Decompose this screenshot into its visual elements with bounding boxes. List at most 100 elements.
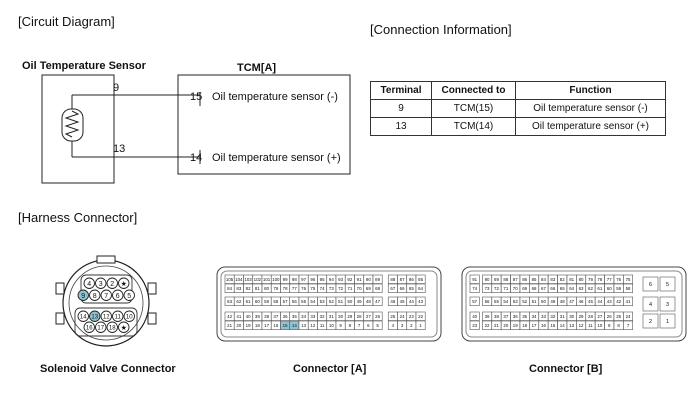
svg-text:26: 26 [607, 314, 612, 319]
pin-86: 86 [406, 274, 417, 284]
svg-text:18: 18 [255, 323, 260, 328]
pin-26: 26 [372, 311, 383, 321]
svg-text:13: 13 [301, 323, 306, 328]
svg-text:87: 87 [400, 277, 405, 282]
pin-11: 11 [317, 320, 327, 330]
svg-text:54: 54 [310, 299, 315, 304]
pin-★: ★ [118, 321, 130, 333]
solenoid-caption: Solenoid Valve Connector [40, 363, 176, 375]
svg-text:35: 35 [522, 314, 527, 319]
svg-text:19: 19 [246, 323, 251, 328]
svg-text:46: 46 [579, 299, 584, 304]
pin-18: 18 [519, 320, 530, 330]
svg-text:76: 76 [616, 277, 621, 282]
svg-text:56: 56 [485, 299, 490, 304]
svg-text:100: 100 [272, 277, 280, 282]
pin-8: 8 [613, 320, 624, 330]
svg-text:22: 22 [418, 314, 423, 319]
pin-14: 14 [77, 310, 89, 322]
svg-text:86: 86 [522, 277, 527, 282]
pin-41: 41 [623, 296, 634, 306]
svg-text:10: 10 [329, 323, 334, 328]
svg-text:5: 5 [376, 323, 379, 328]
pin-57: 57 [469, 296, 480, 306]
pin-23: 23 [469, 320, 480, 330]
svg-text:7: 7 [627, 323, 630, 328]
pin-19: 19 [243, 320, 253, 330]
pin-2: 2 [106, 277, 118, 289]
pin-46: 46 [387, 296, 398, 306]
harness-connector-title: [Harness Connector] [18, 210, 138, 225]
svg-text:7: 7 [104, 293, 108, 300]
pin-58: 58 [270, 296, 281, 306]
pin-54: 54 [500, 296, 511, 306]
svg-text:84: 84 [227, 286, 232, 291]
svg-text:91: 91 [472, 277, 477, 282]
svg-text:27: 27 [597, 314, 602, 319]
pin-75: 75 [307, 283, 318, 293]
pin-52: 52 [326, 296, 337, 306]
svg-text:1: 1 [666, 319, 669, 325]
pin-31: 31 [326, 311, 337, 321]
pin-45: 45 [585, 296, 596, 306]
pin-31: 31 [557, 311, 568, 321]
svg-text:102: 102 [254, 277, 262, 282]
pin-65: 65 [406, 283, 417, 293]
svg-text:84: 84 [541, 277, 546, 282]
svg-text:74: 74 [472, 286, 477, 291]
svg-text:65: 65 [560, 286, 565, 291]
svg-text:36: 36 [513, 314, 518, 319]
svg-text:68: 68 [375, 286, 380, 291]
pin-85: 85 [529, 274, 540, 284]
pin-91: 91 [354, 274, 364, 284]
svg-text:28: 28 [588, 314, 593, 319]
pin-104: 104 [233, 274, 244, 284]
pin-21: 21 [224, 320, 235, 330]
pin-42: 42 [613, 296, 624, 306]
pin-50: 50 [538, 296, 549, 306]
svg-text:64: 64 [418, 286, 423, 291]
pin-38: 38 [261, 311, 272, 321]
pin-76: 76 [298, 283, 309, 293]
pin-78: 78 [280, 283, 290, 293]
svg-text:35: 35 [292, 314, 297, 319]
pin-22: 22 [415, 311, 426, 321]
svg-text:20: 20 [236, 323, 241, 328]
pin-103: 103 [243, 274, 253, 284]
svg-text:61: 61 [246, 299, 251, 304]
pin-12: 12 [100, 310, 112, 322]
pin-60: 60 [604, 283, 615, 293]
pin-84: 84 [224, 283, 235, 293]
pin-73: 73 [482, 283, 492, 293]
pin-36: 36 [510, 311, 521, 321]
svg-text:43: 43 [607, 299, 612, 304]
pin-42: 42 [224, 311, 235, 321]
svg-text:2: 2 [110, 281, 114, 288]
pin-67: 67 [387, 283, 398, 293]
svg-text:46: 46 [390, 299, 395, 304]
pin-73: 73 [326, 283, 337, 293]
pin-70: 70 [510, 283, 521, 293]
svg-text:4: 4 [392, 323, 395, 328]
pin-95: 95 [317, 274, 327, 284]
svg-text:4: 4 [649, 302, 652, 308]
pin-58: 58 [623, 283, 634, 293]
svg-text:4: 4 [87, 281, 91, 288]
pin-91: 91 [469, 274, 480, 284]
pin-105: 105 [224, 274, 235, 284]
pin-39: 39 [252, 311, 263, 321]
svg-text:90: 90 [485, 277, 490, 282]
tcm-title: TCM[A] [237, 62, 277, 74]
tcm-pin-14: 14 [190, 152, 203, 164]
pin-7: 7 [354, 320, 364, 330]
pin-99: 99 [280, 274, 290, 284]
pin-90: 90 [482, 274, 492, 284]
circuit-diagram-title: [Circuit Diagram] [18, 14, 115, 29]
cell-terminal: 13 [370, 117, 432, 136]
svg-text:52: 52 [329, 299, 334, 304]
svg-text:60: 60 [255, 299, 260, 304]
svg-text:63: 63 [227, 299, 232, 304]
pin-12: 12 [307, 320, 318, 330]
svg-text:34: 34 [532, 314, 537, 319]
